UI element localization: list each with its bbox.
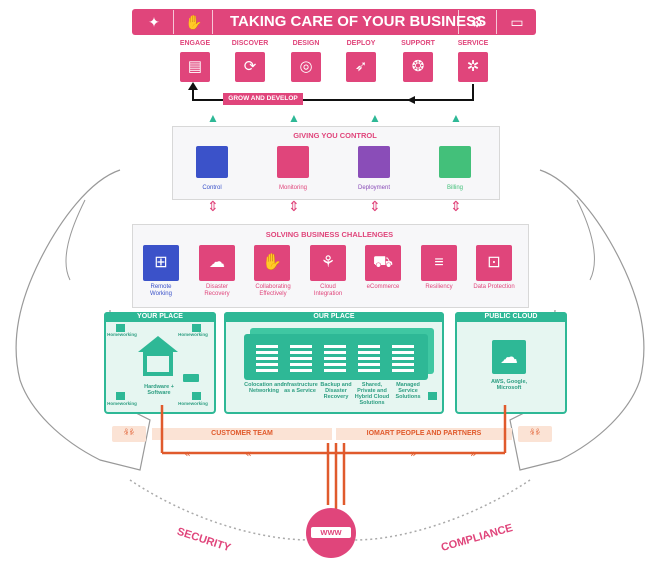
cloud-solutions-label: Shared, Private and Hybrid Cloud Solutio…	[354, 382, 390, 406]
cloud-integration-label: Cloud Integration	[313, 284, 343, 297]
public-cloud-title: PUBLIC CLOUD	[455, 312, 567, 322]
colocation-label: Colocation and Networking	[244, 382, 284, 394]
team-people-icon: ꆜꆜ	[518, 426, 552, 442]
arrow-up-icon: ▲	[450, 111, 462, 125]
double-arrow-icon: ⇕	[288, 198, 300, 214]
www-label: WWW	[311, 527, 351, 538]
cycle-gear-icon: ⟳	[235, 52, 265, 82]
lightbulb-icon: ✦	[148, 14, 160, 30]
gear-icon: ⚙	[470, 14, 484, 30]
banner-title: TAKING CARE OF YOUR BUSINESS	[230, 13, 487, 30]
challenges-title: SOLVING BUSINESS CHALLENGES	[265, 230, 394, 239]
customer-team-bar: CUSTOMER TEAM	[152, 428, 332, 440]
stage-label-service: SERVICE	[457, 40, 489, 47]
nodes-icon: ⚘	[310, 245, 346, 281]
control-icon	[196, 146, 228, 178]
stage-label-support: SUPPORT	[401, 40, 435, 47]
homeworking-label: Homeworking	[178, 332, 208, 337]
stage-label-discover: DISCOVER	[231, 40, 269, 47]
server-icon	[358, 345, 380, 373]
handshake-icon: ✋	[254, 245, 290, 281]
building-icon	[138, 336, 178, 376]
monitoring-label: Monitoring	[278, 185, 307, 191]
deployment-label: Deployment	[357, 185, 390, 191]
double-arrow-icon: ⇕	[450, 198, 462, 214]
arrow-up-icon: ▲	[207, 111, 219, 125]
svg-text:«: «	[184, 447, 191, 460]
cloud-tree-icon: ☁	[492, 340, 526, 374]
laptop-icon: ▭	[510, 14, 524, 30]
house-icon	[116, 324, 125, 332]
homeworking-label: Homeworking	[107, 401, 137, 406]
our-place-title: OUR PLACE	[224, 312, 444, 322]
cart-icon: ⛟	[365, 245, 401, 281]
grow-arrow	[188, 82, 474, 104]
banner-divider	[173, 10, 174, 34]
target-icon: ◎	[291, 52, 321, 82]
svg-text:«: «	[245, 447, 252, 460]
handshake-icon: ✋	[185, 14, 203, 30]
server-icon	[256, 345, 278, 373]
resiliency-label: Resiliency	[425, 284, 453, 290]
disaster-recovery-label: Disaster Recovery	[204, 284, 230, 297]
control-label: Control	[202, 185, 222, 191]
arrow-up-icon: ▲	[288, 111, 300, 125]
stage-label-engage: ENGAGE	[179, 40, 211, 47]
stage-label-deploy: DEPLOY	[346, 40, 376, 47]
house-icon	[192, 392, 201, 400]
homeworking-label: Homeworking	[107, 332, 137, 337]
banner-divider	[458, 10, 459, 34]
monitoring-icon	[277, 146, 309, 178]
homeworking-label: Homeworking	[178, 401, 208, 406]
server-icon	[290, 345, 312, 373]
hardware-software-label: Hardware + Software	[144, 384, 174, 396]
rocket-icon: ➶	[346, 52, 376, 82]
network-lines: « « » »	[160, 405, 507, 510]
deployment-icon	[358, 146, 390, 178]
svg-text:»: »	[470, 447, 477, 460]
gears-icon: ✲	[458, 52, 488, 82]
banner-divider	[212, 10, 213, 34]
billing-label: Billing	[446, 185, 463, 191]
ecommerce-label: eCommerce	[366, 284, 400, 290]
double-arrow-icon: ⇕	[369, 198, 381, 214]
stage-label-design: DESIGN	[292, 40, 320, 47]
billing-icon	[439, 146, 471, 178]
house-icon	[428, 392, 437, 400]
house-icon	[192, 324, 201, 332]
truck-icon	[183, 374, 199, 382]
network-icon: ⊞	[143, 245, 179, 281]
collaborating-label: Collaborating Effectively	[255, 284, 291, 297]
iaas-label: Infrastructure as a Service	[282, 382, 318, 394]
server-icon	[392, 345, 414, 373]
double-arrow-icon: ⇕	[207, 198, 219, 214]
managed-services-label: Managed Service Solutions	[395, 382, 421, 400]
banner	[132, 9, 536, 35]
brain-icon: ❂	[403, 52, 433, 82]
grow-develop-label: GROW AND DEVELOP	[223, 93, 303, 105]
svg-text:»: »	[410, 447, 417, 460]
cloud-upload-icon: ☁	[199, 245, 235, 281]
remote-working-label: Remote Working	[150, 284, 172, 297]
control-title: GIVING YOU CONTROL	[293, 131, 377, 140]
banner-divider	[496, 10, 497, 34]
backup-dr-label: Backup and Disaster Recovery	[320, 382, 352, 400]
arrow-up-icon: ▲	[369, 111, 381, 125]
iomart-people-bar: IOMART PEOPLE AND PARTNERS	[336, 428, 512, 440]
your-place-title: YOUR PLACE	[104, 312, 216, 322]
team-people-icon: ꆜꆜ	[112, 426, 146, 442]
clipboard-icon: ▤	[180, 52, 210, 82]
lock-doc-icon: ⊡	[476, 245, 512, 281]
public-cloud-label: AWS, Google, Microsoft	[490, 379, 528, 391]
layers-icon: ≡	[421, 245, 457, 281]
server-icon	[324, 345, 346, 373]
house-icon	[116, 392, 125, 400]
data-protection-label: Data Protection	[473, 284, 515, 290]
